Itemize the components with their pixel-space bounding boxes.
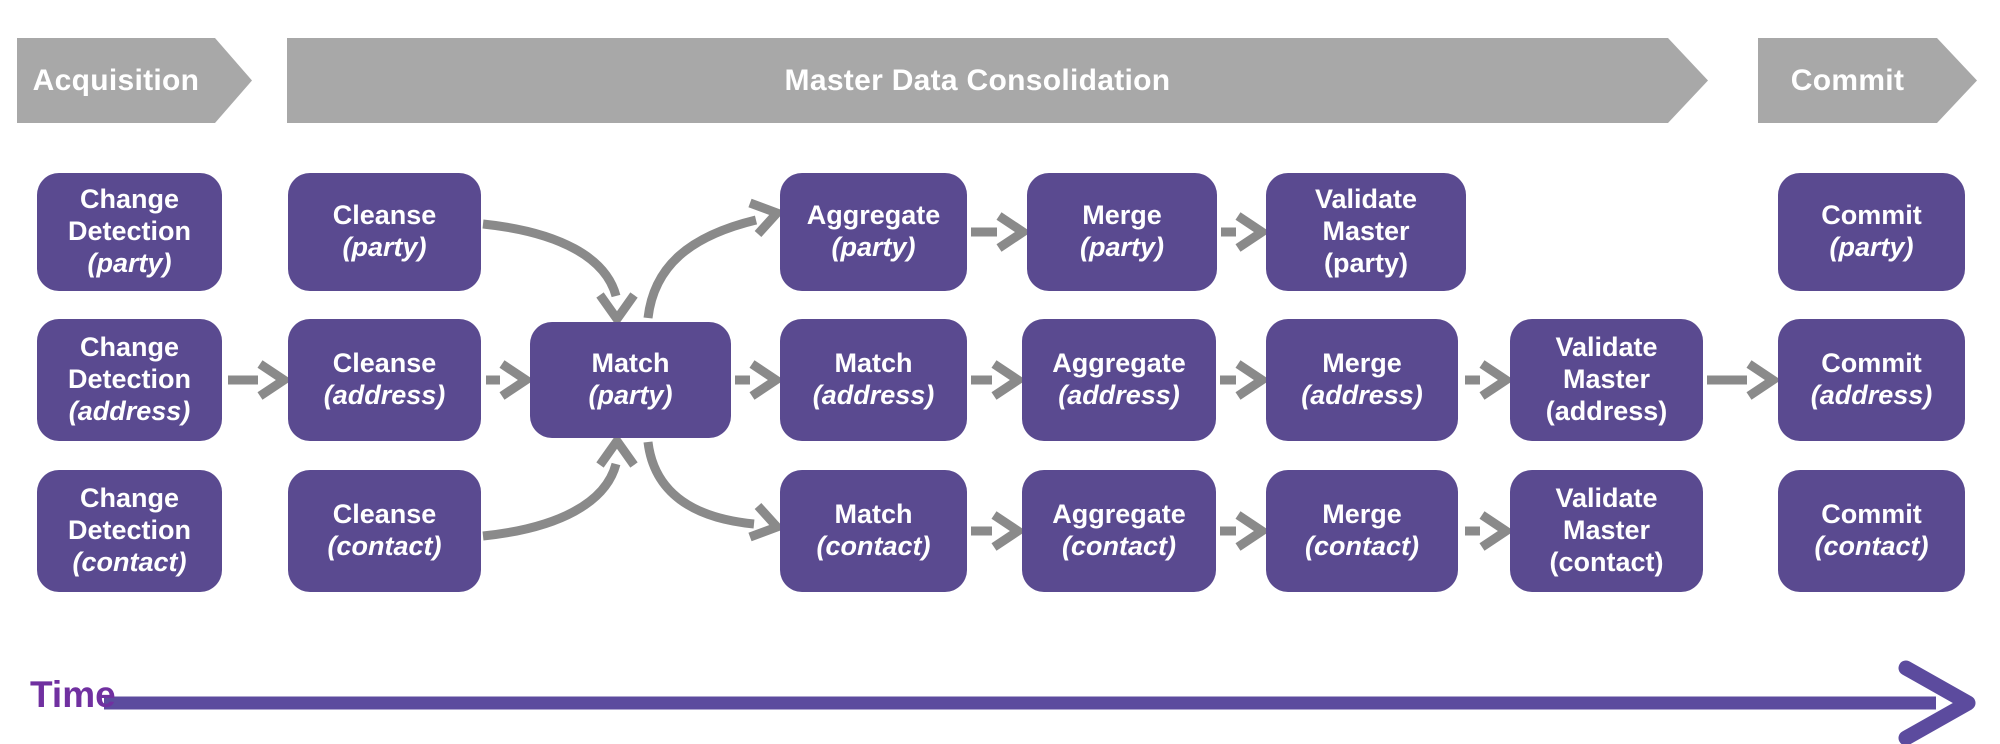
- arrow-head: [1479, 360, 1515, 400]
- node-cleanse-contact: Cleanse (contact): [288, 470, 481, 592]
- node-label: Commit: [1821, 348, 1922, 379]
- node-label: Merge: [1322, 499, 1402, 530]
- node-aggregate-party: Aggregate (party): [780, 173, 967, 291]
- node-sub-label: (party): [342, 232, 427, 262]
- arrow-head: [596, 433, 638, 468]
- node-label: Merge: [1082, 200, 1162, 231]
- node-merge-contact: Merge (contact): [1266, 470, 1458, 592]
- consolidation-banner-label: Master Data Consolidation: [784, 63, 1171, 97]
- curve-match-to-aggregate-party: [643, 215, 758, 319]
- node-label: Validate Master: [1314, 184, 1418, 247]
- time-axis-label: Time: [30, 674, 116, 715]
- arrow-head: [1235, 212, 1271, 252]
- node-sub-label: (contact): [72, 546, 187, 577]
- node-aggregate-contact: Aggregate (contact): [1022, 470, 1216, 592]
- node-sub-label: (party): [831, 232, 916, 262]
- curve-cleanse-party-to-match: [482, 219, 621, 298]
- arrow-head: [596, 292, 638, 327]
- node-validate-master-party: Validate Master (party): [1266, 173, 1466, 291]
- time-axis-arrow: [104, 660, 1976, 744]
- node-sub-label: (party): [1829, 232, 1914, 262]
- node-validate-master-address: Validate Master (address): [1510, 319, 1703, 441]
- node-label: Aggregate: [1052, 348, 1186, 379]
- node-label: Cleanse: [332, 200, 437, 231]
- node-commit-contact: Commit (contact): [1778, 470, 1965, 592]
- node-sub-label: (address): [1545, 395, 1668, 426]
- node-sub-label: (contact): [1305, 531, 1419, 561]
- node-sub-label: (party): [588, 380, 673, 410]
- node-aggregate-address: Aggregate (address): [1022, 319, 1216, 441]
- node-cleanse-address: Cleanse (address): [288, 319, 481, 441]
- node-label: Validate Master: [1555, 332, 1658, 395]
- node-label: Match: [834, 499, 913, 530]
- arrow-head: [748, 502, 785, 542]
- arrow-head: [257, 360, 293, 400]
- arrow-head: [1235, 360, 1271, 400]
- node-match-contact: Match (contact): [780, 470, 967, 592]
- node-label: Aggregate: [806, 200, 941, 231]
- node-label: Change Detection: [67, 483, 192, 546]
- node-sub-label: (address): [1301, 380, 1423, 410]
- consolidation-banner-shape: [287, 38, 1708, 123]
- node-commit-party: Commit (party): [1778, 173, 1965, 291]
- node-sub-label: (contact): [327, 531, 442, 561]
- node-sub-label: (contact): [816, 531, 931, 561]
- node-commit-address: Commit (address): [1778, 319, 1965, 441]
- commit-banner-label: Commit: [1790, 63, 1905, 97]
- node-sub-label: (address): [1058, 380, 1180, 410]
- node-sub-label: (address): [812, 380, 935, 410]
- node-merge-party: Merge (party): [1027, 173, 1217, 291]
- node-label: Change Detection: [67, 332, 192, 395]
- node-label: Cleanse: [332, 499, 437, 530]
- node-label: Merge: [1322, 348, 1402, 379]
- arrow-head: [991, 360, 1027, 400]
- node-sub-label: (address): [68, 395, 191, 426]
- curve-cleanse-contact-to-match: [482, 462, 621, 541]
- arrow-head: [1235, 511, 1271, 551]
- arrow-head: [748, 198, 785, 238]
- node-sub-label: (address): [323, 380, 446, 410]
- commit-banner-shape: [1758, 38, 1977, 123]
- node-label: Change Detection: [67, 184, 192, 247]
- node-label: Validate Master: [1555, 483, 1658, 546]
- time-arrow-head: [1898, 660, 1976, 744]
- arrow-head: [499, 360, 535, 400]
- node-cleanse-party: Cleanse (party): [288, 173, 481, 291]
- node-match-address: Match (address): [780, 319, 967, 441]
- node-sub-label: (address): [1810, 380, 1933, 410]
- node-label: Match: [591, 348, 670, 379]
- node-sub-label: (contact): [1549, 546, 1664, 577]
- acquisition-banner-shape: [17, 38, 252, 123]
- arrow-head: [749, 360, 785, 400]
- node-label: Commit: [1821, 200, 1922, 231]
- acquisition-banner-label: Acquisition: [32, 63, 200, 97]
- node-label: Aggregate: [1052, 499, 1186, 530]
- node-label: Cleanse: [332, 348, 437, 379]
- node-sub-label: (party): [1323, 247, 1408, 278]
- node-sub-label: (party): [87, 247, 172, 278]
- node-merge-address: Merge (address): [1266, 319, 1458, 441]
- node-sub-label: (contact): [1814, 531, 1929, 561]
- node-label: Commit: [1821, 499, 1922, 530]
- node-validate-master-contact: Validate Master (contact): [1510, 470, 1703, 592]
- node-change-detection-contact: Change Detection (contact): [37, 470, 222, 592]
- arrow-head: [1746, 360, 1782, 400]
- node-change-detection-party: Change Detection (party): [37, 173, 222, 291]
- phase-banners: [17, 38, 1977, 123]
- node-label: Match: [834, 348, 913, 379]
- node-sub-label: (party): [1079, 232, 1164, 262]
- arrow-head: [1479, 511, 1515, 551]
- node-change-detection-address: Change Detection (address): [37, 319, 222, 441]
- flow-arrows: [228, 198, 1782, 551]
- node-match-party: Match (party): [530, 322, 731, 438]
- arrow-head: [991, 511, 1027, 551]
- curve-match-to-match-contact: [643, 441, 755, 529]
- arrow-head: [996, 212, 1032, 252]
- node-sub-label: (contact): [1062, 531, 1176, 561]
